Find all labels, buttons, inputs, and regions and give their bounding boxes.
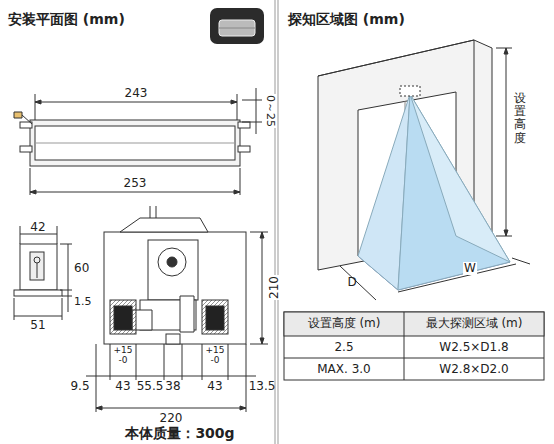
- dimension-label: 设置高度 (m): [308, 317, 381, 330]
- dimension-label: 本体质量：300g: [125, 426, 234, 441]
- dimension-label: W2.5×D1.8: [439, 341, 508, 354]
- dimension-label: MAX. 3.0: [317, 363, 371, 376]
- dimension-label: 253: [124, 177, 147, 190]
- dimension-label: -0: [118, 356, 129, 366]
- dimension-label: 60: [74, 262, 89, 275]
- dimension-label: 2.5: [334, 341, 353, 354]
- dimension-label: W2.8×D2.0: [439, 363, 508, 376]
- dimension-label: +15: [113, 346, 134, 356]
- dimension-label: 43: [207, 380, 222, 393]
- dimension-label: W: [463, 262, 477, 275]
- dimension-label: 13.5: [249, 380, 276, 393]
- dimension-label: 0～25: [264, 94, 276, 128]
- dimension-label: 243: [125, 87, 148, 100]
- dimension-label: -0: [210, 356, 221, 366]
- dimension-label: 9.5: [70, 380, 89, 393]
- dimension-label: 55.5: [137, 380, 164, 393]
- dimension-label: 51: [30, 319, 45, 332]
- dimension-label: 探知区域图 (mm): [288, 12, 405, 27]
- dimension-label: 220: [160, 412, 183, 425]
- dimension-label: 安装平面图 (mm): [8, 12, 125, 27]
- dimension-label: +15: [205, 346, 226, 356]
- dimension-label: 42: [30, 221, 45, 234]
- dimension-label: 最大探测区域 (m): [426, 317, 523, 330]
- dimension-label: 1.5: [74, 296, 92, 308]
- dimension-label: 43: [115, 380, 130, 393]
- dimension-label: 210: [268, 276, 281, 301]
- vertical-label: 设置高度: [514, 92, 526, 145]
- dimension-label: D: [347, 276, 356, 289]
- dimension-label: 38: [165, 380, 180, 393]
